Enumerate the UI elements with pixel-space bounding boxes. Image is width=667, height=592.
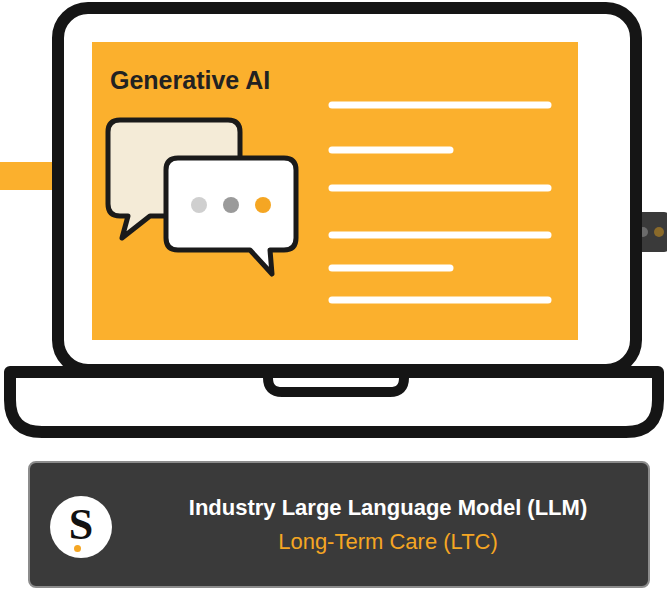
screen-panel: Generative AI (92, 42, 578, 340)
banner-subheading: Long-Term Care (LTC) (278, 527, 498, 557)
text-line (332, 265, 450, 272)
text-line (332, 102, 548, 109)
text-line (332, 232, 548, 239)
laptop-base (10, 372, 658, 432)
banner-text-block: Industry Large Language Model (LLM) Long-… (138, 463, 638, 586)
typing-dot (191, 197, 207, 213)
speech-bubble (166, 158, 296, 274)
screen-title: Generative AI (110, 66, 270, 95)
laptop-lid (58, 8, 636, 370)
banner-heading: Industry Large Language Model (LLM) (189, 493, 587, 523)
text-line (332, 147, 450, 154)
text-line (332, 297, 548, 304)
title-banner: Industry Large Language Model (LLM) Long-… (28, 461, 650, 588)
logo-letter: S (69, 503, 93, 547)
band-dot (654, 227, 664, 237)
logo-circle: S (50, 496, 112, 558)
typing-dot (223, 197, 239, 213)
typing-dot (255, 197, 271, 213)
text-line (332, 185, 548, 192)
trackpad-notch (268, 372, 404, 392)
